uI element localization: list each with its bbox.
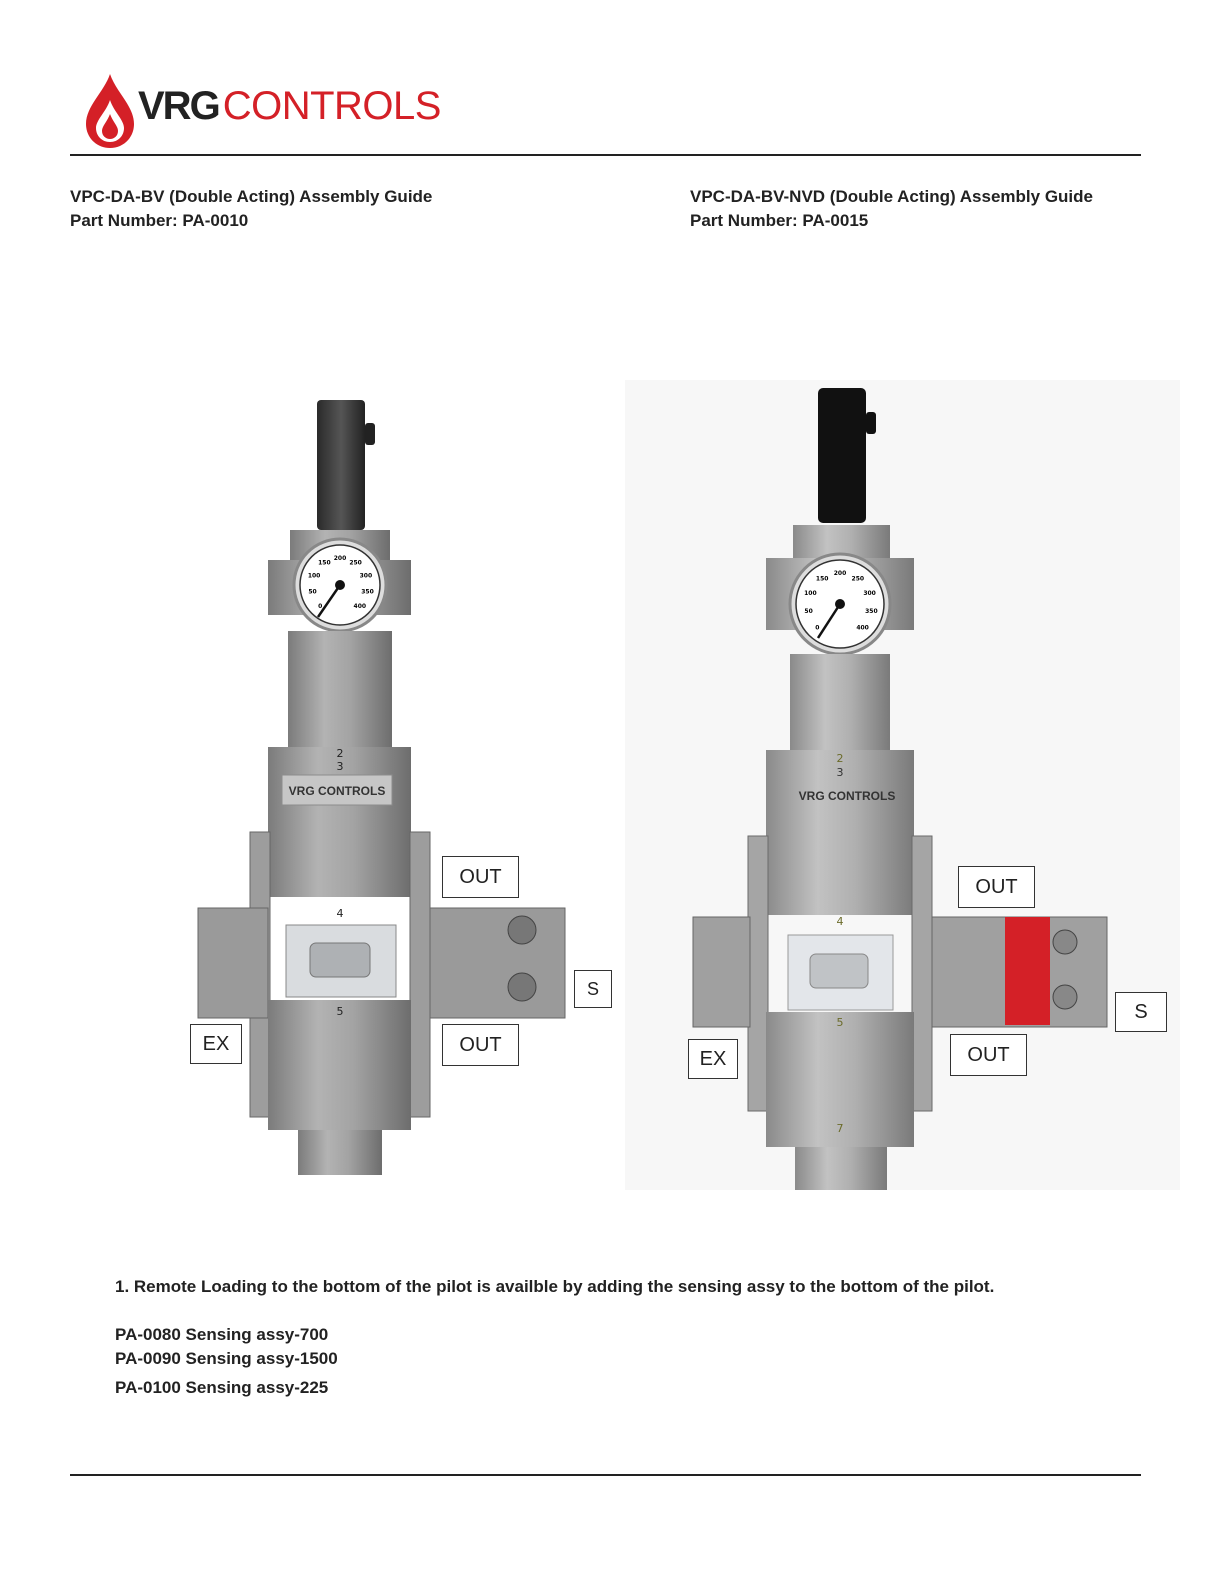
gauge-scale-number: 250	[852, 575, 865, 582]
gauge-scale-number: 400	[354, 603, 367, 610]
gauge-scale-number: 200	[834, 570, 847, 577]
right-out-top-label: OUT	[958, 866, 1035, 908]
left-ex-label: EX	[190, 1024, 242, 1064]
sensing-assy-item: PA-0090 Sensing assy-1500	[115, 1349, 338, 1368]
flame-drop-icon	[86, 74, 134, 148]
adjusting-cap	[317, 400, 365, 530]
lower-body	[766, 1012, 914, 1147]
top-divider	[70, 154, 1141, 156]
index-mark: 3	[337, 760, 344, 773]
adjusting-cap	[818, 388, 866, 523]
sensing-assy-item: PA-0100 Sensing assy-225	[115, 1378, 329, 1397]
body-brand-text: VRG CONTROLS	[799, 789, 896, 803]
remote-loading-note: 1. Remote Loading to the bottom of the p…	[115, 1277, 995, 1296]
lock-knob-icon	[365, 423, 375, 445]
gauge-scale-number: 150	[318, 560, 331, 567]
gauge-scale-number: 250	[349, 560, 362, 567]
upper-body	[766, 750, 914, 915]
body-brand-text: VRG CONTROLS	[289, 784, 386, 798]
brand-name-bold: VRG	[138, 84, 221, 128]
brand-name-rest: CONTROLS	[222, 84, 442, 128]
index-mark: 4	[837, 915, 844, 928]
left-out-top-label: OUT	[442, 856, 519, 898]
lower-body	[268, 1000, 411, 1130]
sensing-assy-block	[1005, 917, 1050, 1025]
index-mark: 4	[337, 907, 344, 920]
bottom-cap	[795, 1147, 887, 1190]
lock-knob-icon	[866, 412, 876, 434]
index-mark: 5	[837, 1016, 844, 1029]
index-mark: 2	[837, 752, 844, 765]
bottom-cap	[298, 1130, 382, 1175]
right-s-label: S	[1115, 992, 1167, 1032]
gauge-scale-number: 0	[815, 625, 819, 632]
index-mark: 5	[337, 1005, 344, 1018]
index-mark: 3	[837, 766, 844, 779]
gauge-scale-number: 350	[865, 608, 878, 615]
left-part-number: Part Number: PA-0010	[70, 211, 249, 230]
spring-housing	[288, 631, 392, 751]
bottom-divider	[70, 1474, 1141, 1476]
left-s-label: S	[574, 970, 612, 1008]
sensing-assy-item: PA-0080 Sensing assy-700	[115, 1325, 329, 1344]
gauge-scale-number: 350	[361, 589, 374, 596]
exhaust-port-block	[692, 916, 751, 1028]
gauge-scale-number: 0	[318, 603, 322, 610]
pressure-gauge: 0 50 100 150 200 250 300 350 400	[788, 552, 892, 656]
gauge-scale-number: 400	[856, 625, 869, 632]
gauge-scale-number: 50	[308, 589, 316, 596]
right-ex-label: EX	[688, 1039, 738, 1079]
left-out-bottom-label: OUT	[442, 1024, 519, 1066]
right-title: VPC-DA-BV-NVD (Double Acting) Assembly G…	[690, 187, 1093, 206]
outlet-port-block	[429, 907, 566, 1019]
exhaust-port-block	[197, 907, 269, 1019]
index-mark: 7	[837, 1122, 844, 1135]
right-heading: VPC-DA-BV-NVD (Double Acting) Assembly G…	[690, 185, 1093, 233]
right-part-number: Part Number: PA-0015	[690, 211, 869, 230]
index-mark: 2	[337, 747, 344, 760]
gauge-scale-number: 300	[863, 590, 876, 597]
right-out-bottom-label: OUT	[950, 1034, 1027, 1076]
upper-body	[268, 747, 411, 897]
spring-housing	[790, 654, 890, 754]
left-title: VPC-DA-BV (Double Acting) Assembly Guide	[70, 187, 433, 206]
gauge-scale-number: 100	[804, 590, 817, 597]
gauge-scale-number: 300	[360, 572, 373, 579]
gauge-scale-number: 50	[804, 608, 812, 615]
gauge-scale-number: 150	[816, 575, 829, 582]
gauge-scale-number: 100	[308, 572, 321, 579]
gauge-scale-number: 200	[334, 555, 347, 562]
left-heading: VPC-DA-BV (Double Acting) Assembly Guide…	[70, 185, 432, 233]
